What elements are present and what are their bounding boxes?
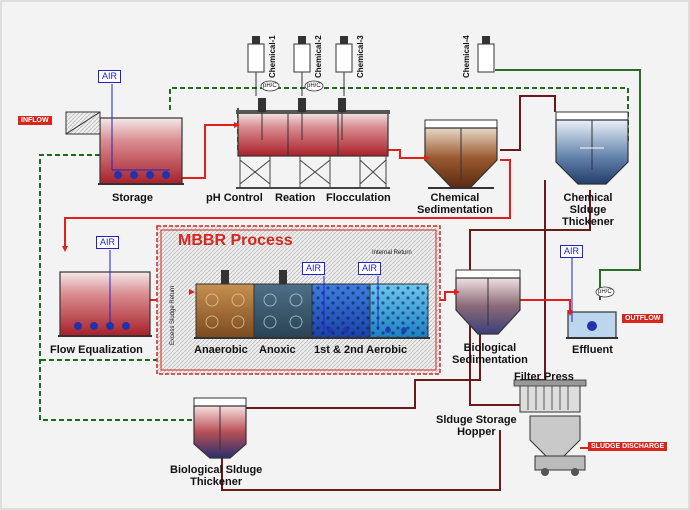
ph-meter-label-3: pH/C xyxy=(598,289,612,295)
chemical-4-label: Chemical-4 xyxy=(462,35,471,78)
chemical-3-label: Chemical-3 xyxy=(356,35,365,78)
flow-equalization-tank xyxy=(58,250,152,337)
excess-sludge-return-label: Excess Sludge Return xyxy=(170,285,176,345)
ph-meter-label-1: pH/C xyxy=(263,83,277,89)
chemical-4-tank xyxy=(477,36,495,73)
sludge-line-chem-sed xyxy=(500,95,556,151)
air-label-aerobic-2: AIR xyxy=(358,262,382,275)
internal-return-label: Internal Return xyxy=(372,250,412,256)
air-label-equalization: AIR xyxy=(96,236,120,249)
return-line-left xyxy=(39,154,195,421)
outflow-tag: OUTFLOW xyxy=(622,314,664,323)
water-line-storage-ph xyxy=(180,124,240,179)
biological-sedimentation-label: Biological Sedimentation xyxy=(452,342,528,366)
chemical-3-tank xyxy=(335,36,353,96)
sludge-storage-hopper xyxy=(529,415,586,476)
chemical-2-tank xyxy=(293,36,311,96)
sludge-storage-hopper-label: Slduge Storage Hopper xyxy=(436,414,517,438)
sludge-line-bio-thick xyxy=(221,430,501,491)
chemical-4-line xyxy=(495,69,641,300)
anaerobic-label: Anaerobic xyxy=(194,344,248,356)
sludge-line-thickener xyxy=(469,190,591,406)
air-label-storage: AIR xyxy=(98,70,122,83)
chemical-1-tank xyxy=(247,36,265,96)
effluent-label: Effluent xyxy=(572,344,613,356)
chemical-sludge-thickener-label: Chemical Slduge Thickener xyxy=(562,192,614,228)
mbbr-reactors xyxy=(194,270,430,339)
inflow-tag: INFLOW xyxy=(18,116,52,125)
ph-meter-label-2: pH/C xyxy=(307,83,321,89)
chemical-2-label: Chemical-2 xyxy=(314,35,323,78)
chemical-sludge-thickener-tank xyxy=(555,111,629,185)
storage-diffusers xyxy=(114,171,170,179)
anoxic-label: Anoxic xyxy=(259,344,296,356)
air-label-aerobic-1: AIR xyxy=(302,262,326,275)
water-line-floc-sed xyxy=(388,149,430,159)
flocculation-label: Flocculation xyxy=(326,192,391,204)
filter-press xyxy=(513,379,587,413)
chemical-dosing-tanks xyxy=(247,36,495,96)
biological-sludge-thickener-label: Biological Slduge Thickener xyxy=(170,464,263,488)
inflow-channel xyxy=(65,111,101,135)
effluent-tank xyxy=(566,258,618,339)
biological-sedimentation-tank xyxy=(455,269,521,335)
water-line-biosed-eff xyxy=(520,299,571,314)
ph-control-label: pH Control xyxy=(206,192,263,204)
storage-tank xyxy=(98,84,184,185)
equalization-diffusers xyxy=(74,322,130,330)
air-label-effluent: AIR xyxy=(560,245,584,258)
water-line-sed-equal xyxy=(64,159,511,248)
chemical-sedimentation-label: Chemical Sedimentation xyxy=(417,192,493,216)
filter-press-label: Filter Press xyxy=(514,371,574,383)
flow-arrows xyxy=(62,122,573,316)
mbbr-title: MBBR Process xyxy=(178,232,293,249)
aerobic-label: 1st & 2nd Aerobic xyxy=(314,344,408,356)
ph-meters xyxy=(260,80,615,298)
ph-reaction-flocculation-tank xyxy=(236,98,390,189)
storage-label: Storage xyxy=(112,192,153,204)
chemical-1-label: Chemical-1 xyxy=(268,35,277,78)
biological-sludge-thickener-tank xyxy=(193,397,247,459)
flow-equalization-label: Flow Equalization xyxy=(50,344,143,356)
reation-label: Reation xyxy=(275,192,316,204)
sludge-discharge-tag: SLUDGE DISCHARGE xyxy=(588,442,668,451)
